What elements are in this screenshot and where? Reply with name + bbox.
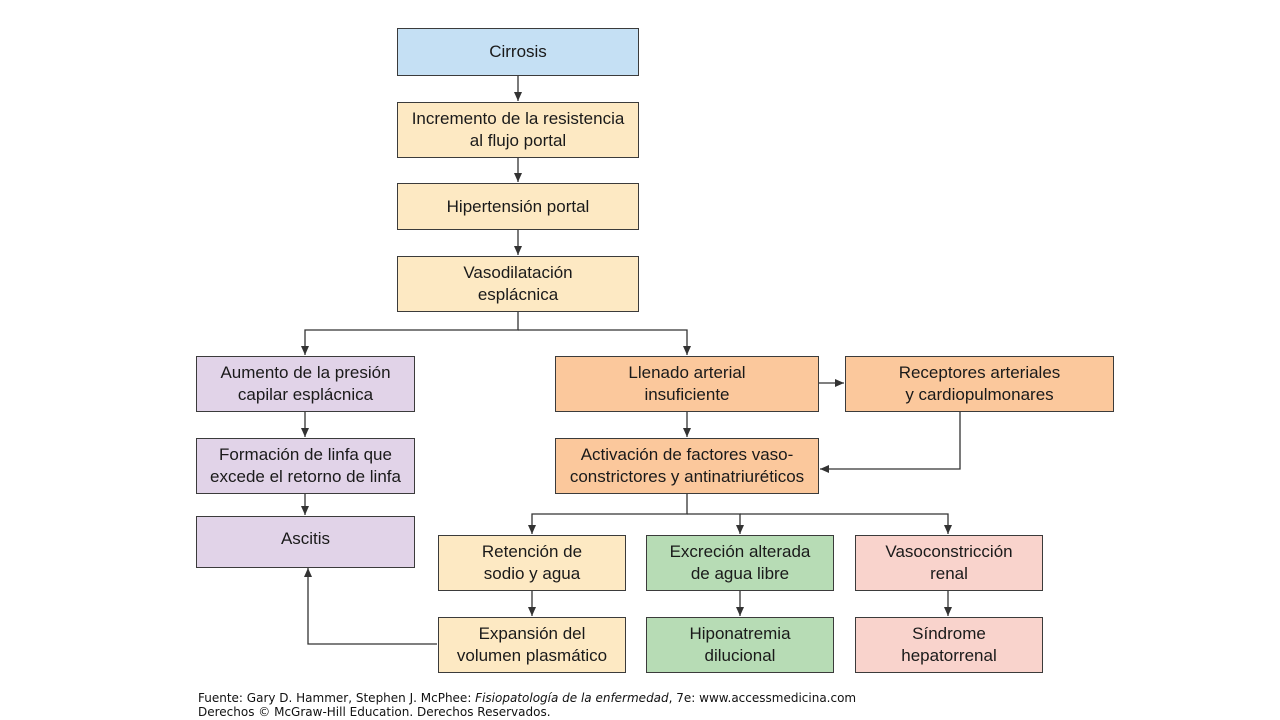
copyright-line: Derechos © McGraw-Hill Education. Derech… bbox=[198, 705, 551, 719]
node-retencion-sodio: Retención de sodio y agua bbox=[438, 535, 626, 591]
node-llenado-arterial: Llenado arterial insuficiente bbox=[555, 356, 819, 412]
source-prefix: Fuente: Gary D. Hammer, Stephen J. McPhe… bbox=[198, 691, 476, 705]
node-hiponatremia: Hiponatremia dilucional bbox=[646, 617, 834, 673]
source-line: Fuente: Gary D. Hammer, Stephen J. McPhe… bbox=[198, 691, 856, 705]
node-activacion-factores: Activación de factores vaso- constrictor… bbox=[555, 438, 819, 494]
source-credit: Fuente: Gary D. Hammer, Stephen J. McPhe… bbox=[198, 691, 856, 719]
arrow-expansion-ascitis bbox=[304, 568, 437, 645]
node-aumento-presion: Aumento de la presión capilar esplácnica bbox=[196, 356, 415, 412]
node-incremento-resistencia: Incremento de la resistencia al flujo po… bbox=[397, 102, 639, 158]
node-excrecion-agua: Excreción alterada de agua libre bbox=[646, 535, 834, 591]
arrow-activacion-vasoconstriccion bbox=[740, 513, 952, 534]
source-suffix: , 7e: www.accessmedicina.com bbox=[668, 691, 857, 705]
node-vasoconstriccion-renal: Vasoconstricción renal bbox=[855, 535, 1043, 591]
source-book-title: Fisiopatología de la enfermedad bbox=[475, 691, 669, 705]
arrow-vasodilatacion-llenado bbox=[518, 329, 691, 355]
node-sindrome-hepatorrenal: Síndrome hepatorrenal bbox=[855, 617, 1043, 673]
node-expansion-volumen: Expansión del volumen plasmático bbox=[438, 617, 626, 673]
node-ascitis: Ascitis bbox=[196, 516, 415, 568]
node-formacion-linfa: Formación de linfa que excede el retorno… bbox=[196, 438, 415, 494]
arrow-vasodilatacion-aumento bbox=[301, 312, 519, 355]
node-cirrosis: Cirrosis bbox=[397, 28, 639, 76]
node-vasodilatacion: Vasodilatación esplácnica bbox=[397, 256, 639, 312]
arrow-activacion-retencion bbox=[528, 494, 688, 534]
node-hipertension-portal: Hipertensión portal bbox=[397, 183, 639, 230]
node-receptores: Receptores arteriales y cardiopulmonares bbox=[845, 356, 1114, 412]
arrow-receptores-activacion bbox=[820, 412, 961, 473]
arrow-activacion-excrecion bbox=[687, 513, 744, 534]
